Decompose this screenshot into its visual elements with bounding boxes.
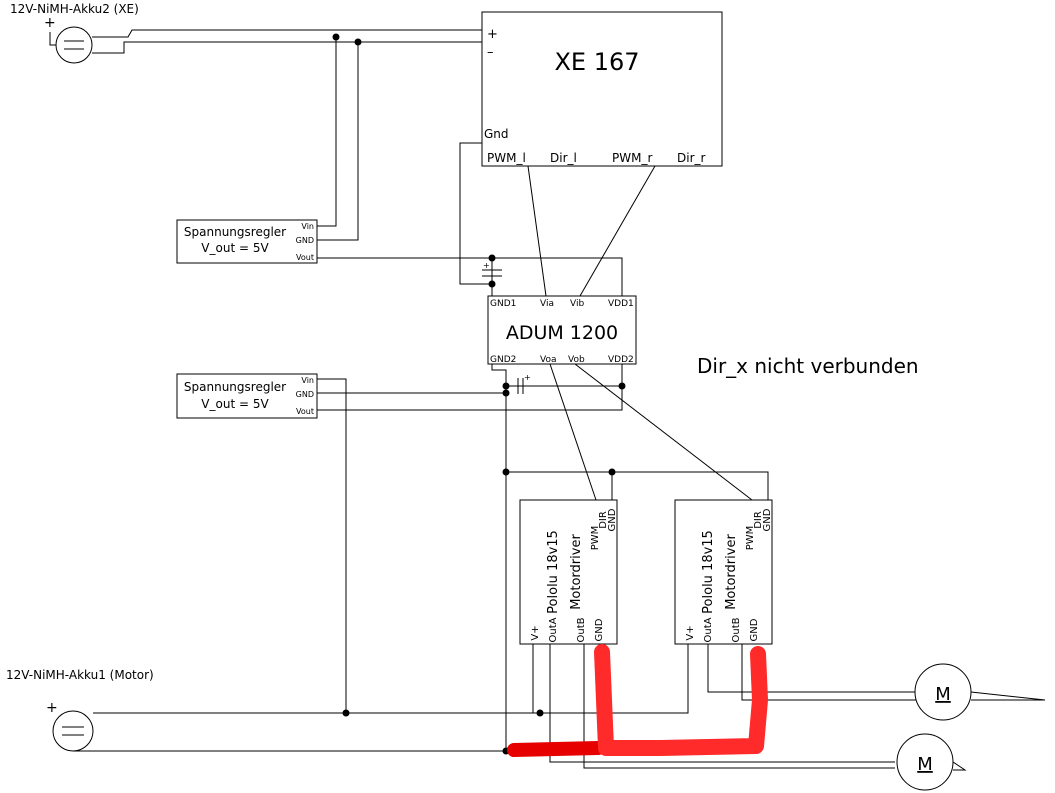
adum-title: ADUM 1200: [506, 322, 618, 344]
motor-2-label: M: [917, 754, 933, 775]
driver-2-pin-pwm: PWM: [745, 526, 756, 551]
driver-2-pin-gnd-top: GND: [762, 508, 773, 531]
regulator-top-pin-vout: Vout: [296, 253, 314, 262]
xe167-pin-dir-l: Dir_l: [550, 151, 577, 165]
battery-motor-label: 12V-NiMH-Akku1 (Motor): [6, 668, 154, 682]
adum1200-chip: ADUM 1200 GND1 Via Vib VDD1 GND2 Voa Vob…: [487, 295, 637, 365]
adum-pin-vdd1: VDD1: [608, 299, 634, 309]
driver-2-pin-dir: DIR: [753, 511, 764, 529]
regulator-bottom-pin-vin: Vin: [301, 376, 314, 385]
driver-2-line2: Motordriver: [724, 534, 739, 610]
xe167-title: XE 167: [554, 48, 639, 76]
battery-motor: 12V-NiMH-Akku1 (Motor) +: [6, 668, 154, 752]
battery-xe: 12V-NiMH-Akku2 (XE) +: [10, 2, 139, 64]
driver-1-pin-outb: OutB: [576, 617, 587, 642]
xe167-pin-gnd: Gnd: [484, 127, 509, 141]
driver-1-pin-dir: DIR: [598, 511, 609, 529]
driver-2-pin-vplus: V+: [685, 625, 696, 640]
battery-motor-plus: +: [46, 700, 58, 716]
xe167-pin-plus: +: [487, 27, 498, 42]
driver-2-pin-outa: OutA: [703, 617, 714, 642]
driver-1-pin-pwm: PWM: [590, 526, 601, 551]
driver-1-pin-outa: OutA: [548, 617, 559, 642]
regulator-top: Spannungsregler V_out = 5V Vin GND Vout: [176, 219, 318, 264]
regulator-bottom-line1: Spannungsregler: [184, 380, 286, 394]
capacitor-top-plus: +: [483, 261, 490, 270]
driver-1-pin-gnd-bottom: GND: [594, 618, 605, 641]
adum-pin-vob: Vob: [568, 355, 585, 365]
adum-pin-gnd1: GND1: [490, 299, 516, 309]
xe167-pin-dir-r: Dir_r: [677, 151, 706, 165]
note-dir-not-connected: Dir_x nicht verbunden: [697, 354, 919, 378]
regulator-bottom-pin-gnd: GND: [296, 390, 314, 399]
driver-1-pin-vplus: V+: [530, 625, 541, 640]
motor-driver-1: Pololu 18v15 Motordriver PWM DIR GND V+ …: [519, 499, 618, 645]
regulator-bottom-line2: V_out = 5V: [201, 397, 269, 411]
motor-right-upper: M: [914, 663, 972, 721]
capacitor-bottom-plus: +: [524, 373, 531, 382]
driver-2-pin-gnd-bottom: GND: [749, 618, 760, 641]
regulator-bottom-pin-vout: Vout: [296, 407, 314, 416]
battery-xe-label: 12V-NiMH-Akku2 (XE): [10, 2, 139, 16]
xe167-board: XE 167 + – Gnd PWM_l Dir_l PWM_r Dir_r: [481, 11, 723, 167]
driver-2-pin-outb: OutB: [731, 617, 742, 642]
adum-pin-via: Via: [540, 299, 554, 309]
adum-pin-gnd2: GND2: [490, 355, 516, 365]
battery-xe-plus: +: [44, 15, 56, 31]
motor-right-lower: M: [896, 733, 954, 791]
ground-highlight-marking: [507, 644, 768, 757]
capacitor-top: +: [482, 258, 502, 296]
regulator-top-pin-vin: Vin: [301, 222, 314, 231]
driver-2-line1: Pololu 18v15: [701, 530, 716, 614]
motor-1-label: M: [935, 684, 951, 705]
adum-pin-vdd2: VDD2: [608, 355, 634, 365]
regulator-top-line1: Spannungsregler: [184, 225, 286, 239]
battery-xe-symbol: [55, 26, 93, 64]
xe167-pin-pwm-r: PWM_r: [612, 151, 652, 165]
adum-pin-vib: Vib: [570, 299, 584, 309]
motor-driver-2: Pololu 18v15 Motordriver PWM DIR GND V+ …: [674, 499, 773, 645]
driver-1-pin-gnd-top: GND: [607, 508, 618, 531]
driver-1-line1: Pololu 18v15: [546, 530, 561, 614]
battery-motor-symbol: [52, 710, 94, 752]
adum-pin-voa: Voa: [540, 355, 556, 365]
regulator-bottom: Spannungsregler V_out = 5V Vin GND Vout: [176, 373, 318, 419]
regulator-top-pin-gnd: GND: [296, 236, 314, 245]
regulator-top-line2: V_out = 5V: [201, 241, 269, 255]
driver-1-line2: Motordriver: [569, 534, 584, 610]
xe167-pin-minus: –: [487, 45, 494, 60]
xe167-pin-pwm-l: PWM_l: [487, 151, 526, 165]
capacitor-bottom: +: [506, 373, 622, 394]
